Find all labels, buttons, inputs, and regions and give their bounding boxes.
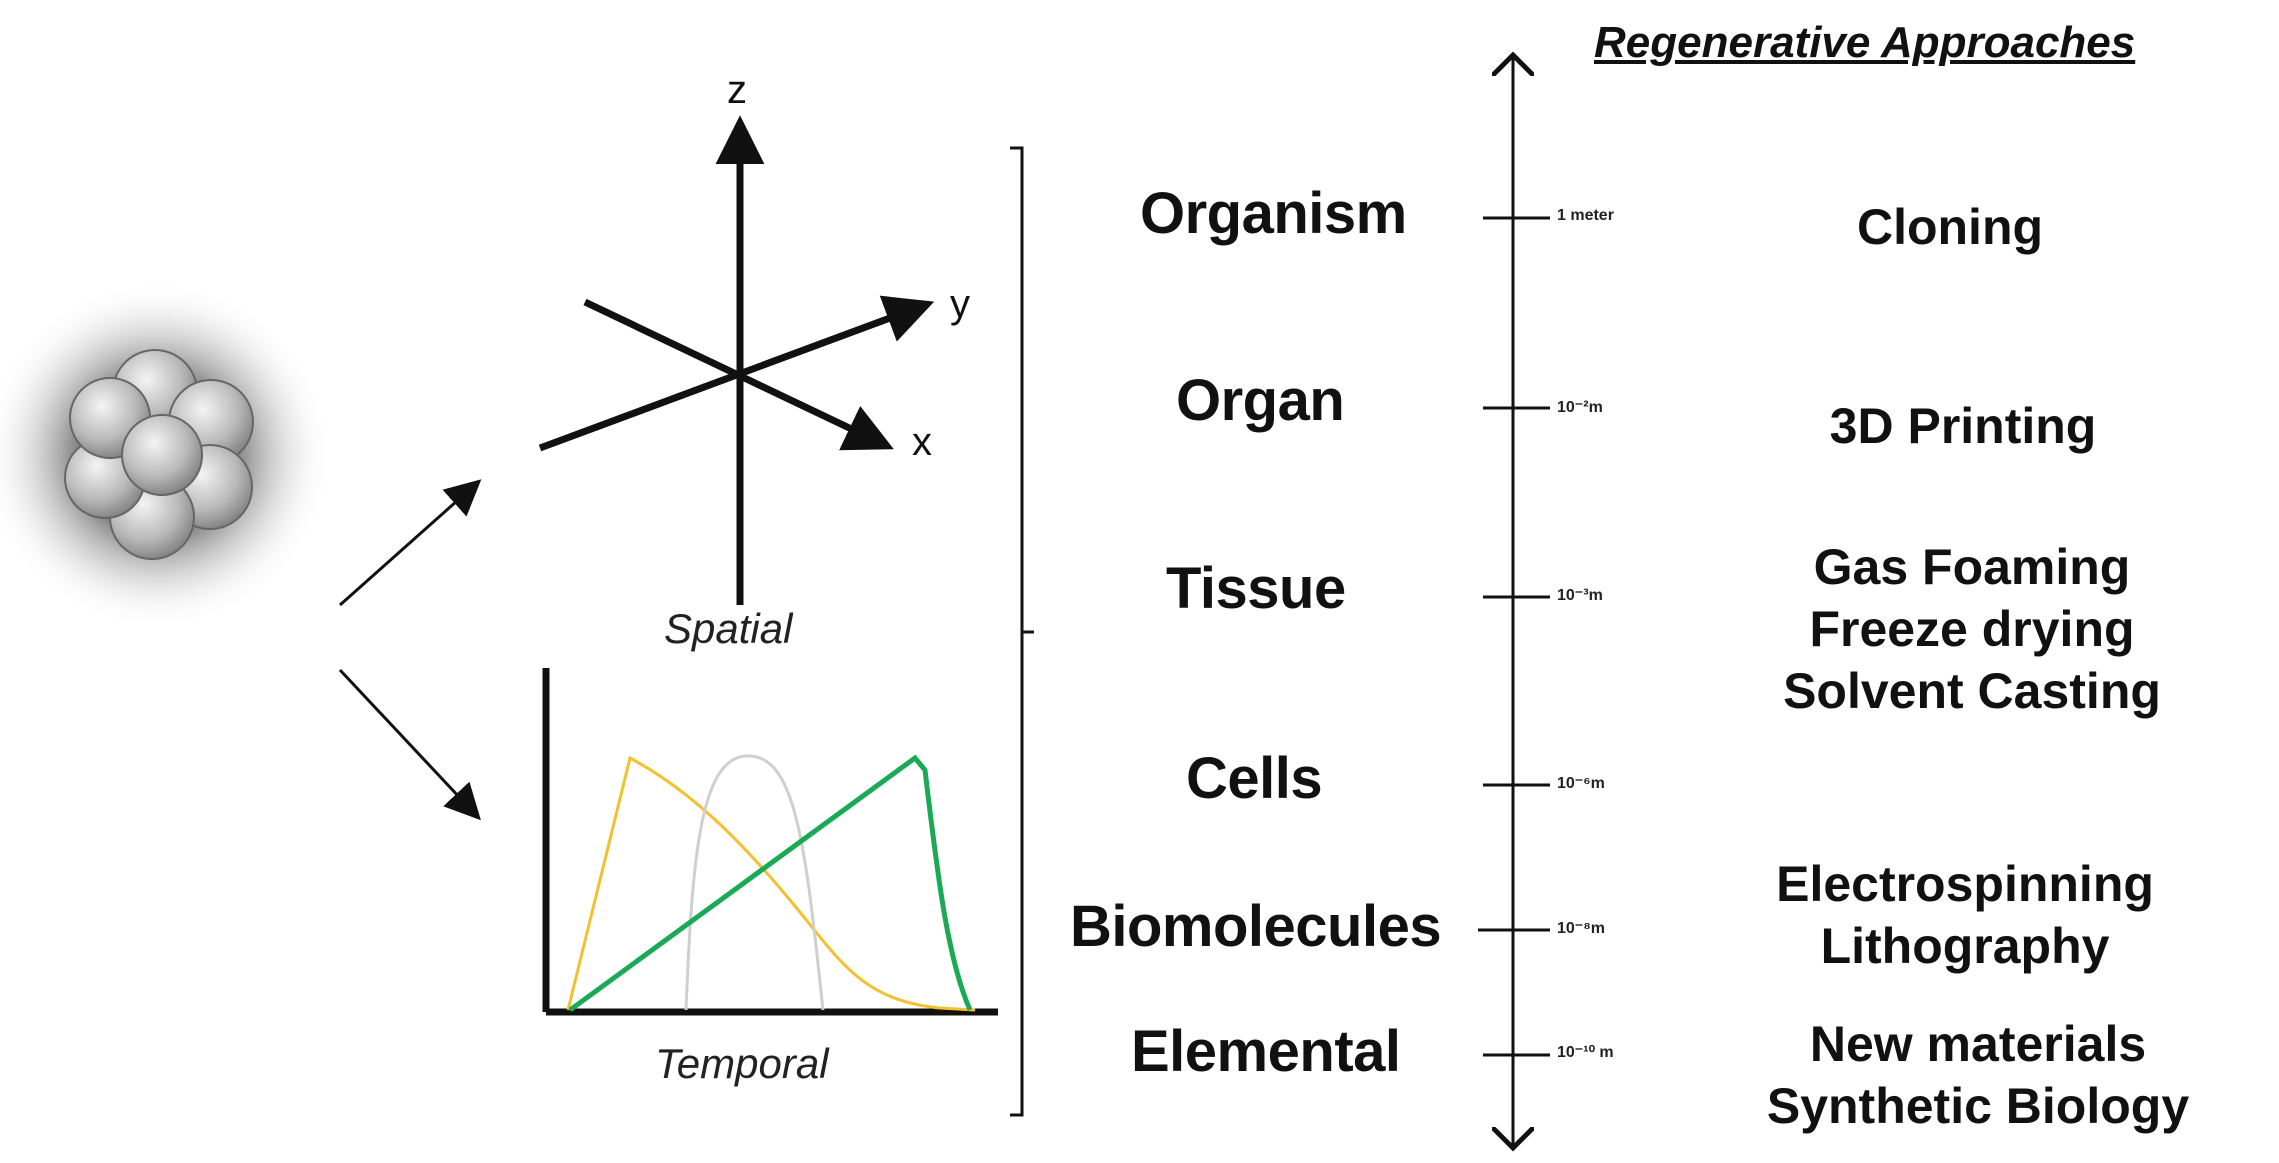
- approach-line: New materials: [1809, 1016, 2147, 1072]
- level-organ: Organ: [1176, 368, 1345, 433]
- x-axis: [583, 298, 894, 451]
- x-axis-label: x: [912, 420, 932, 464]
- approach-elemental-methods: New materials Synthetic Biology: [1718, 1013, 2238, 1137]
- embryo-cell: [121, 414, 203, 496]
- arrow-to-spatial: [339, 479, 482, 607]
- approach-line: Freeze drying: [1809, 601, 2135, 657]
- approach-line: Cloning: [1856, 199, 2044, 255]
- approach-line: Synthetic Biology: [1766, 1078, 2190, 1134]
- tick-label-cells: 10⁻⁶m: [1557, 775, 1605, 792]
- approach-line: Lithography: [1820, 918, 2110, 974]
- approach-biomolecule-methods: Electrospinning Lithography: [1705, 853, 2225, 977]
- yellow-curve: [566, 755, 976, 1012]
- y-axis: [538, 295, 935, 452]
- level-tissue: Tissue: [1166, 556, 1346, 621]
- approach-cloning: Cloning: [1690, 196, 2210, 258]
- approach-line: 3D Printing: [1829, 398, 2097, 454]
- y-axis-label: y: [950, 282, 970, 326]
- tick-label-organ: 10⁻²m: [1557, 399, 1603, 416]
- tick-label-biomolecules: 10⁻⁸m: [1557, 920, 1606, 937]
- approach-line: Gas Foaming: [1813, 539, 2131, 595]
- spatial-axes: [538, 115, 935, 605]
- embryo-image: [0, 280, 332, 630]
- tick-label-tissue: 10⁻³m: [1557, 587, 1603, 604]
- level-biomolecules: Biomolecules: [1070, 894, 1442, 959]
- tick-label-elemental: 10⁻¹⁰ m: [1557, 1044, 1614, 1061]
- scale-ticks: [1478, 216, 1550, 1057]
- level-cells: Cells: [1186, 746, 1323, 811]
- approach-tissue-methods: Gas Foaming Freeze drying Solvent Castin…: [1712, 536, 2232, 722]
- temporal-caption: Temporal: [655, 1040, 829, 1087]
- gray-curve: [684, 754, 825, 1011]
- approach-line: Electrospinning: [1776, 856, 2154, 912]
- tick-label-1-meter: 1 meter: [1557, 207, 1614, 224]
- level-elemental: Elemental: [1131, 1019, 1401, 1084]
- temporal-plot: [542, 668, 998, 1016]
- bracket: [1010, 146, 1024, 1117]
- z-axis-label: z: [727, 68, 747, 112]
- approach-3d-printing: 3D Printing: [1703, 395, 2223, 457]
- arrow-to-temporal: [338, 668, 481, 821]
- green-curve: [568, 754, 973, 1013]
- level-organism: Organism: [1140, 181, 1407, 246]
- regenerative-approaches-heading: Regenerative Approaches: [1594, 18, 2136, 67]
- approach-line: Solvent Casting: [1783, 663, 2161, 719]
- spatial-caption: Spatial: [664, 605, 793, 652]
